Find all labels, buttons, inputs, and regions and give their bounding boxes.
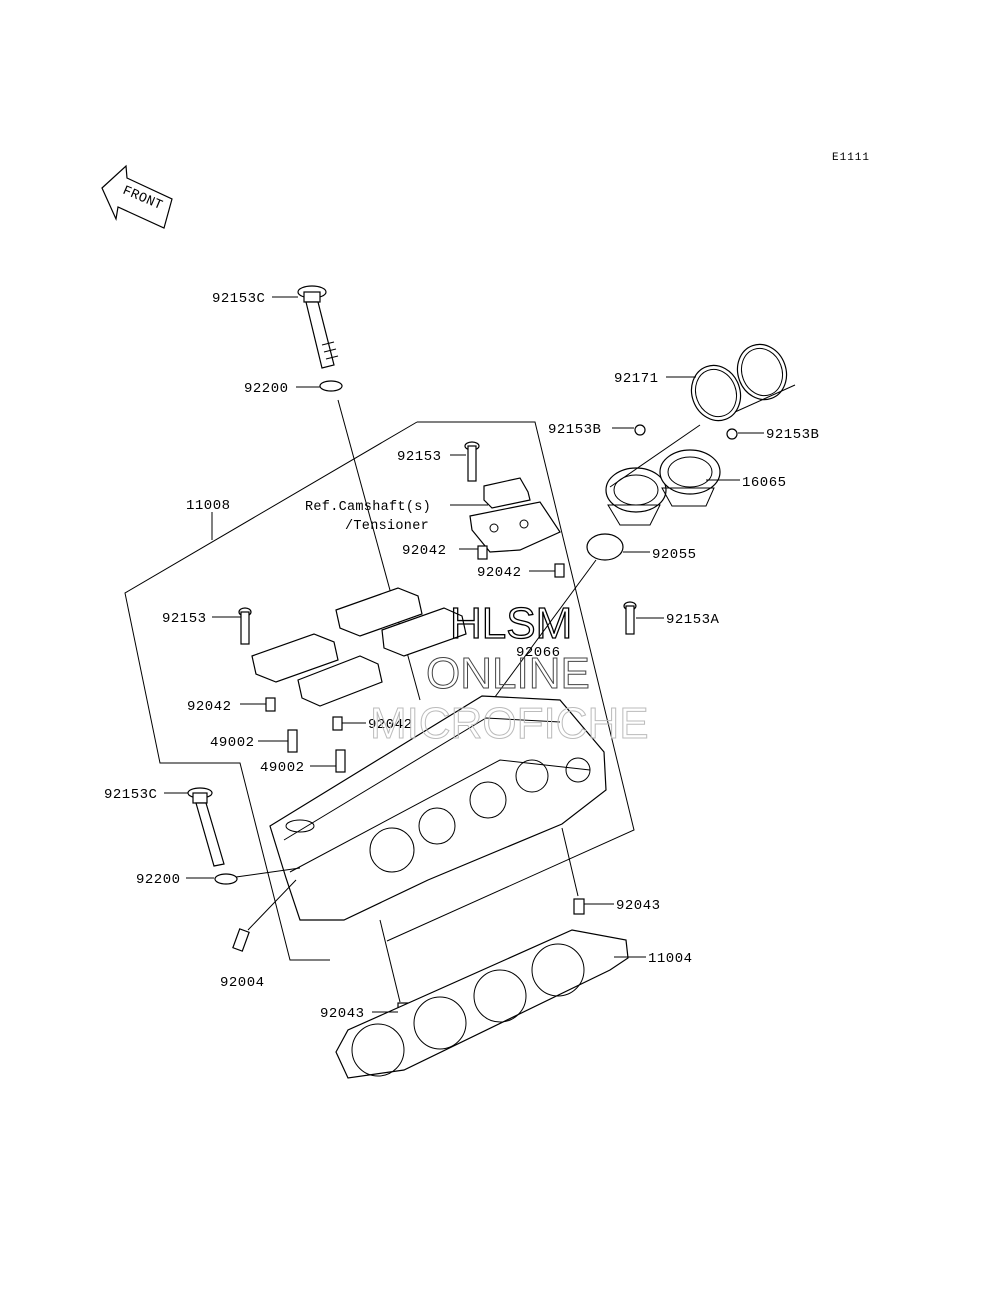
- guide-49002-a: [287, 729, 298, 753]
- leader-lines: [164, 296, 764, 1013]
- dowel-92042-a: [477, 545, 488, 560]
- label-92153b-left: 92153B: [548, 422, 601, 438]
- reference-note-line2: /Tensioner: [345, 519, 429, 534]
- oring-92055: [586, 533, 624, 561]
- watermark-line1: HLSM: [450, 599, 572, 648]
- diagram-code: E1111: [832, 152, 870, 164]
- label-92153-top: 92153: [397, 449, 442, 465]
- label-16065: 16065: [742, 475, 787, 491]
- assembly-outline: [124, 421, 635, 961]
- label-92055: 92055: [652, 547, 697, 563]
- watermark-line3: MICROFICHE: [370, 699, 649, 748]
- camshaft-caps: [251, 587, 467, 707]
- label-92043-right: 92043: [616, 898, 661, 914]
- washer-92200-top: [319, 380, 343, 392]
- head-gasket-11004: [335, 929, 629, 1079]
- label-11008: 11008: [186, 498, 231, 514]
- label-92171: 92171: [614, 371, 659, 387]
- label-92042-c: 92042: [187, 699, 232, 715]
- cylinder-head: [269, 695, 607, 921]
- label-92042-d: 92042: [368, 717, 413, 733]
- bolt-92153a: [623, 601, 637, 635]
- watermark: HLSM ONLINE MICROFICHE: [370, 598, 650, 748]
- label-92043-bottom: 92043: [320, 1006, 365, 1022]
- label-49002-a: 49002: [210, 735, 255, 751]
- label-92153-left: 92153: [162, 611, 207, 627]
- part-labels: 92153C 92200 92171 92153B 92153B 92153 1…: [104, 291, 819, 1022]
- label-92153c-top: 92153C: [212, 291, 265, 307]
- bolt-92153-top: [464, 441, 480, 482]
- label-92200-bottom: 92200: [136, 872, 181, 888]
- bolt-92153c-bottom: [187, 787, 225, 867]
- holder-16065-right: [659, 449, 721, 507]
- label-92153c-bottom: 92153C: [104, 787, 157, 803]
- label-49002-b: 49002: [260, 760, 305, 776]
- label-92042-a: 92042: [402, 543, 447, 559]
- reference-note-line1: Ref.Camshaft(s): [305, 500, 431, 515]
- dowel-92042-d: [332, 716, 343, 731]
- dowel-92043-right: [573, 898, 585, 915]
- clamp-92171-left: [690, 364, 742, 422]
- label-92200-top: 92200: [244, 381, 289, 397]
- bolt-92153-left: [238, 607, 252, 645]
- label-92042-b: 92042: [477, 565, 522, 581]
- washer-92200-bottom: [214, 873, 238, 885]
- screw-92153b-right: [726, 428, 738, 440]
- label-92153b-right: 92153B: [766, 427, 819, 443]
- front-arrow-icon: FRONT: [101, 164, 173, 229]
- label-92066: 92066: [516, 645, 561, 661]
- watermark-line2: ONLINE: [426, 649, 590, 698]
- label-92004: 92004: [220, 975, 265, 991]
- label-92153a: 92153A: [666, 612, 720, 628]
- bolt-92153c-top: [297, 285, 339, 369]
- holder-16065-left: [605, 467, 667, 526]
- screw-92153b-left: [634, 424, 646, 436]
- camshaft-cap-upper: [469, 477, 561, 553]
- guide-49002-b: [335, 749, 346, 773]
- clamp-92171-right: [734, 343, 796, 413]
- label-11004: 11004: [648, 951, 693, 967]
- stud-92004: [232, 928, 250, 952]
- dowel-92042-b: [554, 563, 565, 578]
- dowel-92042-c: [265, 697, 276, 712]
